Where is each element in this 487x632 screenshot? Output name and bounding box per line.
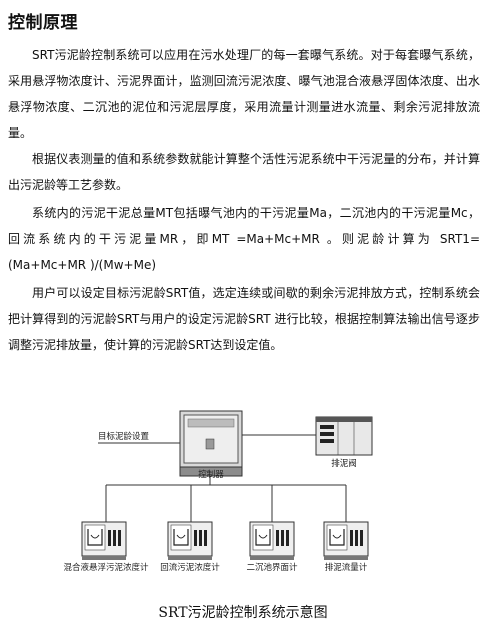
controller-label: 控制器 [198,469,224,480]
instrument-flow-meter [323,521,369,560]
paragraph-application: SRT污泥龄控制系统可以应用在污水处理厂的每一套曝气系统。对于每套曝气系统，采用… [8,48,480,140]
diagram-caption: SRT污泥龄控制系统示意图 [158,604,327,621]
controller-unit [179,410,243,477]
instrument-mlss-meter [81,521,127,560]
discharge-valve-label: 排泥阀 [331,458,357,469]
paragraph-formula: 系统内的污泥干泥总量MT包括曝气池内的干污泥量Ma，二沉池内的干污泥量Mc，回流… [8,206,480,272]
paragraph-calculation: 根据仪表测量的值和系统参数就能计算整个活性污泥系统中干污泥量的分布，并计算出污泥… [8,152,480,192]
target-sludge-age-label: 目标泥龄设置 [98,431,150,442]
instrument-label-flow: 排泥流量计 [325,562,368,573]
paragraph-control: 用户可以设定目标污泥龄SRT值，选定连续或间歇的剩余污泥排放方式，控制系统会把计… [8,286,480,352]
instrument-label-interface: 二沉池界面计 [246,562,298,573]
discharge-valve-cabinet [315,416,373,456]
instrument-label-return: 回流污泥浓度计 [160,562,220,573]
instrument-label-mlss: 混合液悬浮污泥浓度计 [63,562,149,573]
srt-control-diagram: 目标泥龄设置 控制器 排泥阀 混合液悬浮污泥浓度计 [63,410,373,621]
instrument-interface-meter [249,521,295,560]
instrument-return-sludge-meter [167,521,213,560]
page-title: 控制原理 [8,13,78,33]
